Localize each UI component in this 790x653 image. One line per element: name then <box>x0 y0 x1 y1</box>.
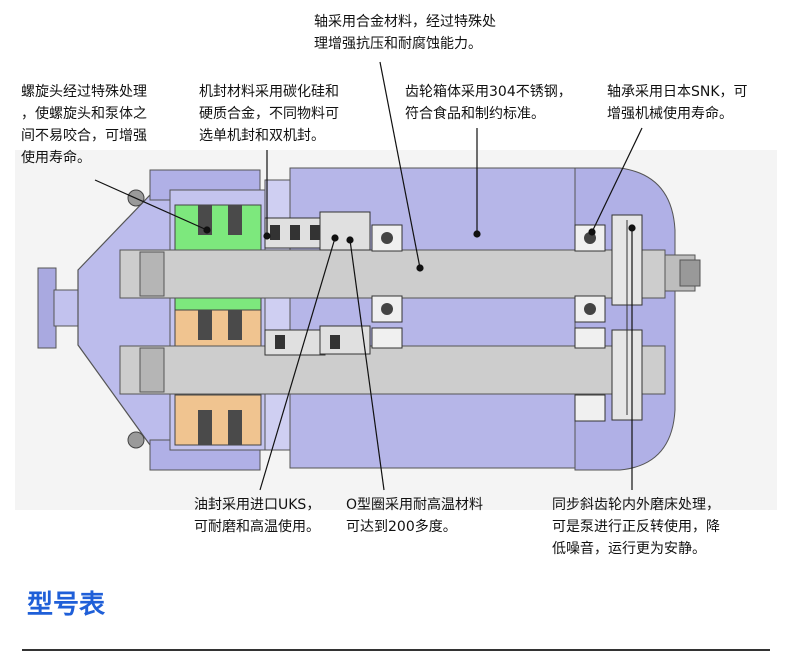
table-top-border <box>22 649 770 651</box>
annotation-line: 选单机封和双机封。 <box>199 128 325 144</box>
annotation-line: 轴承采用日本SNK，可 <box>607 84 748 100</box>
annotation-line: 可是泵进行正反转使用，降 <box>552 519 720 535</box>
annotation-mech-seal: 机封材料采用碳化硅和 硬质合金，不同物料可 选单机封和双机封。 <box>199 81 339 147</box>
annotation-line: 低噪音，运行更为安静。 <box>552 541 706 557</box>
synchronous-gears <box>611 214 643 421</box>
section-title: 型号表 <box>27 590 106 620</box>
annotation-line: 螺旋头经过特殊处理 <box>21 84 147 100</box>
annotation-line: 硬质合金，不同物料可 <box>199 106 339 122</box>
inlet-flange <box>37 267 79 349</box>
annotation-line: 可耐磨和高温使用。 <box>194 519 320 535</box>
annotation-line: 可达到200多度。 <box>346 519 457 535</box>
shafts <box>119 249 701 395</box>
annotation-bearing: 轴承采用日本SNK，可 增强机械使用寿命。 <box>607 81 748 125</box>
annotation-line: 油封采用进口UKS， <box>194 497 321 513</box>
annotation-line: 间不易咬合，可增强 <box>21 128 147 144</box>
pump-cross-section-diagram <box>15 61 777 510</box>
annotation-gearbox: 齿轮箱体采用304不锈钢， 符合食品和制约标准。 <box>405 81 572 125</box>
annotation-screw-head: 螺旋头经过特殊处理 ，使螺旋头和泵体之 间不易咬合，可增强 使用寿命。 <box>21 81 147 169</box>
rotor-lobes <box>174 204 262 446</box>
annotation-line: 机封材料采用碳化硅和 <box>199 84 339 100</box>
annotation-shaft: 轴采用合金材料，经过特殊处 理增强抗压和耐腐蚀能力。 <box>314 11 496 55</box>
annotation-line: 轴采用合金材料，经过特殊处 <box>314 14 496 30</box>
annotation-line: 使用寿命。 <box>21 150 91 166</box>
callout-lines <box>94 61 643 491</box>
bearings <box>371 224 606 422</box>
annotation-gear: 同步斜齿轮内外磨床处理， 可是泵进行正反转使用，降 低噪音，运行更为安静。 <box>552 494 720 560</box>
annotation-line: 齿轮箱体采用304不锈钢， <box>405 84 572 100</box>
annotation-line: 符合食品和制约标准。 <box>405 106 545 122</box>
mechanical-seals <box>264 211 371 356</box>
annotation-line: O型圈采用耐高温材料 <box>346 497 484 513</box>
annotation-line: 增强机械使用寿命。 <box>607 106 733 122</box>
annotation-line: ，使螺旋头和泵体之 <box>21 106 147 122</box>
annotation-o-ring: O型圈采用耐高温材料 可达到200多度。 <box>346 494 483 538</box>
annotation-line: 同步斜齿轮内外磨床处理， <box>552 497 720 513</box>
annotation-line: 理增强抗压和耐腐蚀能力。 <box>314 36 482 52</box>
bolt-heads <box>127 189 145 449</box>
annotation-oil-seal: 油封采用进口UKS， 可耐磨和高温使用。 <box>194 494 320 538</box>
